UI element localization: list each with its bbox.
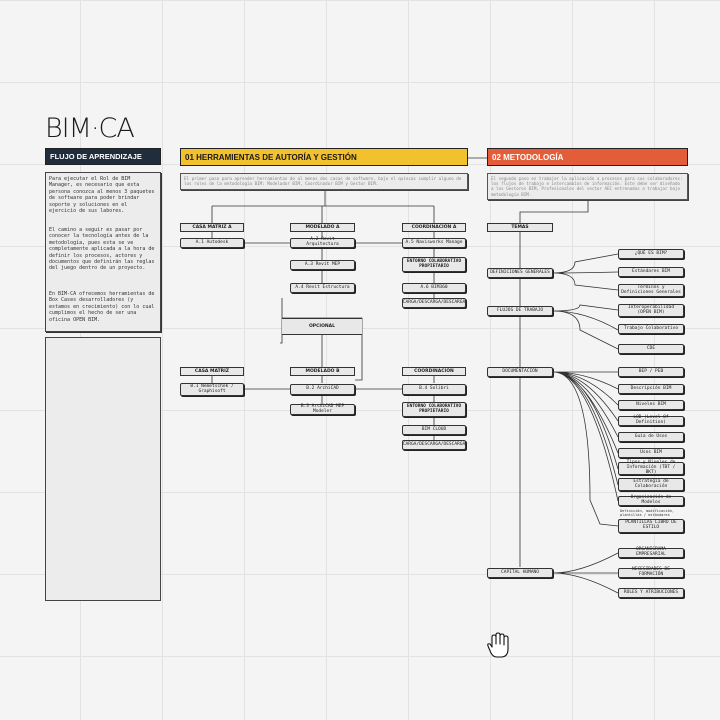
section-02-description: El segundo paso es trabajar la aplicació…: [487, 173, 688, 200]
leaf-plantillas-libro-estilo[interactable]: PLANTILLAS LIBRO DE ESTILO: [618, 519, 684, 533]
leaf-roles-atribuciones[interactable]: ROLES Y ATRIBUCIONES: [618, 588, 684, 598]
leaf-note: Definición, modificación, plantillas / e…: [620, 509, 675, 518]
leaf-lod[interactable]: LOD (Level Of Definition): [618, 415, 684, 426]
leaf-trabajo-colaborativo[interactable]: Trabajo Colaborativo: [618, 324, 684, 334]
category-casa-matriz-b: CASA MATRIZ: [180, 367, 244, 376]
category-temas: TEMAS: [487, 223, 553, 232]
section-02-title: 02 METODOLOGÍA: [487, 148, 688, 166]
leaf-estandares-bim[interactable]: Estándares BIM: [618, 267, 684, 277]
section-01-title: 01 HERRAMIENTAS DE AUTORÍA Y GESTIÓN: [180, 148, 468, 166]
node-b1-nemetschek[interactable]: B.1 Nemetschek / Graphisoft: [180, 383, 244, 396]
node-a4-revit-estructura[interactable]: A.4 Revit Estructura: [290, 283, 355, 293]
topic-flujos-de-trabajo[interactable]: FLUJOS DE TRABAJO: [487, 306, 553, 316]
node-carga-descarga-b[interactable]: CARGA/DESCARGA/DESCARGA: [402, 440, 466, 450]
node-b4-solibri[interactable]: B.4 Solibri: [402, 384, 466, 395]
flujo-paragraph-3: En BIM-CA ofrecemos herramientas de Box …: [49, 291, 155, 323]
optional-label: OPCIONAL: [282, 318, 362, 335]
flujo-paragraph-2: El camino a seguir es pasar por conocer …: [49, 227, 155, 272]
leaf-descripcion-bim[interactable]: Descripción BIM: [618, 384, 684, 394]
category-modelado-b: MODELADO B: [290, 367, 355, 376]
leaf-que-es-bim[interactable]: ¿QUÉ ES BIM?: [618, 249, 684, 259]
category-casa-matriz-a: CASA MATRIZ A: [180, 223, 244, 232]
node-entorno-colaborativo-b[interactable]: ENTORNO COLABORATIVO PROPIETARIO: [402, 402, 466, 417]
leaf-guia-de-usos[interactable]: Guía de Usos: [618, 432, 684, 442]
topic-capital-humano[interactable]: CAPITAL HUMANO: [487, 568, 553, 578]
category-coordinacion-b: COORDINACIÓN: [402, 367, 466, 376]
bimca-logo: BIM·CA: [45, 113, 135, 144]
leaf-organigrama-empresarial[interactable]: ORGANIGRAMA EMPRESARIAL: [618, 547, 684, 558]
topic-documentacion[interactable]: DOCUMENTACIÓN: [487, 367, 553, 377]
leaf-interoperabilidad[interactable]: Interoperabilidad (OPEN BIM): [618, 304, 684, 317]
category-modelado-a: MODELADO A: [290, 223, 355, 232]
leaf-tipos-niveles-informacion[interactable]: Tipos y Niveles de Información (TBT / BK…: [618, 460, 684, 475]
topic-definiciones-generales[interactable]: DEFINICIONES GENERALES: [487, 268, 553, 278]
node-b2-archicad[interactable]: B.2 ArchiCAD: [290, 384, 355, 395]
leaf-organizacion-modelos[interactable]: Organización de Modelos: [618, 495, 684, 506]
section-01-description: El primer paso para aprender herramienta…: [180, 173, 468, 190]
flujo-paragraph-1: Para ejecutar el Rol de BIM Manager, es …: [49, 176, 155, 215]
leaf-usos-bim[interactable]: Usos BIM: [618, 448, 684, 458]
node-a1-autodesk[interactable]: A.1 Autodesk: [180, 238, 244, 248]
flujo-title: FLUJO DE APRENDIZAJE: [45, 148, 161, 165]
leaf-terminos-definiciones[interactable]: Términos y Definiciones Generales: [618, 284, 684, 297]
flujo-description-card: Para ejecutar el Rol de BIM Manager, es …: [45, 172, 161, 332]
node-b3-archicad-mep[interactable]: B.3 ArchiCAD MEP Modeler: [290, 404, 355, 415]
node-carga-descarga-a[interactable]: CARGA/DESCARGA/DESCARGA: [402, 298, 466, 308]
leaf-niveles-bim[interactable]: Niveles BIM: [618, 400, 684, 410]
leaf-necesidades-formacion[interactable]: NECESIDADES DE FORMACIÓN: [618, 567, 684, 578]
node-a3-revit-mep[interactable]: A.3 Revit MEP: [290, 260, 355, 270]
node-a2-revit-arquitectura[interactable]: A.2 Revit Arquitectura: [290, 237, 355, 248]
node-entorno-colaborativo-a[interactable]: ENTORNO COLABORATIVO PROPIETARIO: [402, 257, 466, 272]
node-a5-navisworks[interactable]: A.5 Navisworks Manage: [402, 238, 466, 248]
node-a6-bim360[interactable]: A.6 BIM360: [402, 283, 466, 293]
leaf-estrategia-colaboracion[interactable]: Estrategia de Colaboración: [618, 478, 684, 491]
leaf-bep-peb[interactable]: BEP / PEB: [618, 367, 684, 377]
flujo-empty-panel: [45, 337, 161, 601]
category-coordinacion-a: COORDINACIÓN A: [402, 223, 466, 232]
leaf-cde[interactable]: CDE: [618, 344, 684, 354]
node-bim-cloud[interactable]: BIM CLOUD: [402, 425, 466, 435]
